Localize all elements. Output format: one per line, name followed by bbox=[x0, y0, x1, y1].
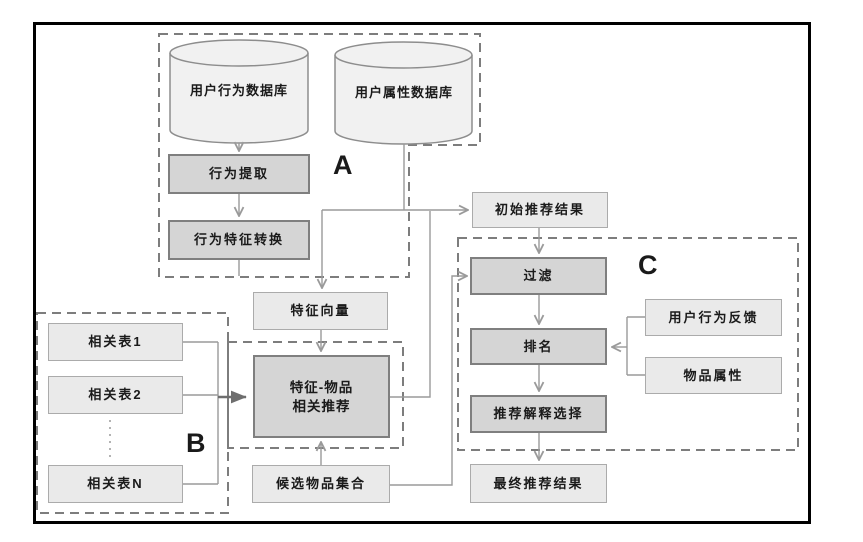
feature-item-line1: 特征-物品 bbox=[289, 379, 354, 395]
region-a-outline bbox=[158, 33, 481, 278]
region-c-label: C bbox=[638, 250, 658, 280]
region-b-label: B bbox=[186, 428, 206, 458]
node-behavior-extraction: 行为提取 bbox=[168, 154, 310, 194]
user-attribute-db-label: 用户属性数据库 bbox=[354, 84, 453, 100]
node-feature-item-recommendation: 特征-物品 相关推荐 bbox=[253, 355, 390, 438]
node-candidate-items: 候选物品集合 bbox=[252, 465, 390, 503]
user-behavior-db-label: 用户行为数据库 bbox=[189, 82, 288, 98]
node-item-attributes: 物品属性 bbox=[645, 357, 782, 394]
feature-item-line2: 相关推荐 bbox=[292, 398, 351, 414]
node-behavior-feature-conversion: 行为特征转换 bbox=[168, 220, 310, 260]
node-user-feedback: 用户行为反馈 bbox=[645, 299, 782, 336]
region-b-outline bbox=[36, 312, 229, 514]
node-ranking: 排名 bbox=[470, 328, 607, 365]
node-feature-vector: 特征向量 bbox=[253, 292, 388, 330]
node-filter: 过滤 bbox=[470, 257, 607, 295]
arrow-candidates-to-filter bbox=[390, 276, 467, 486]
region-feature-item-outline bbox=[227, 341, 404, 449]
node-explanation-selection: 推荐解释选择 bbox=[470, 395, 607, 433]
node-related-table-n: 相关表N bbox=[48, 465, 183, 503]
node-related-table-2: 相关表2 bbox=[48, 376, 183, 414]
cylinder-user-behavior-db bbox=[169, 39, 309, 144]
node-initial-results: 初始推荐结果 bbox=[472, 192, 608, 228]
line-featureitem-output bbox=[390, 211, 431, 398]
cylinder-user-attribute-db bbox=[334, 41, 473, 145]
region-a-label: A bbox=[333, 150, 353, 180]
region-c-outline bbox=[457, 237, 799, 451]
node-related-table-1: 相关表1 bbox=[48, 323, 183, 361]
node-final-results: 最终推荐结果 bbox=[470, 464, 607, 503]
